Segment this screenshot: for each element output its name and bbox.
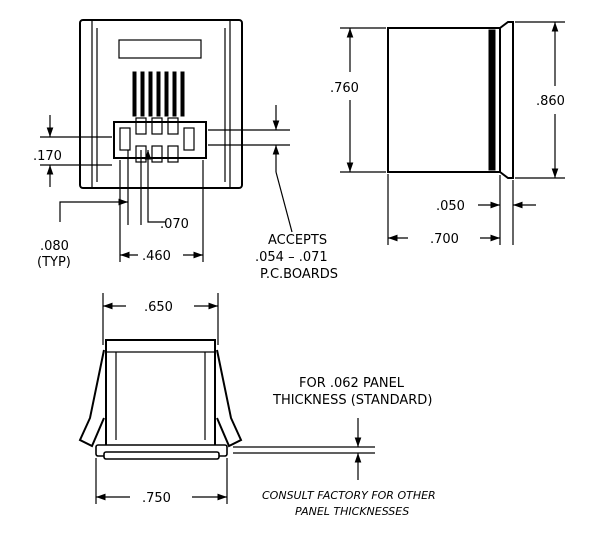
- slot-contact: [167, 145, 179, 163]
- side-body-outline: [387, 27, 501, 173]
- contact-fingers: [132, 71, 185, 117]
- dim-750-label: .750: [142, 491, 171, 506]
- dim-650-label: .650: [144, 300, 173, 315]
- dim-080-leader: [59, 198, 128, 222]
- slot-contact: [119, 127, 131, 151]
- side-view: .760 .860 .050 .700: [330, 21, 565, 247]
- dim-760-label: .760: [330, 81, 359, 96]
- contact-finger: [164, 71, 169, 117]
- slot-contact: [151, 145, 163, 163]
- left-latch: [78, 349, 105, 448]
- slot-contact: [151, 117, 163, 135]
- dim-050-label: .050: [436, 199, 465, 214]
- dim-070-leader: [144, 150, 165, 223]
- slot-contact: [135, 117, 147, 135]
- accepts-range-label: .054 – .071: [255, 250, 328, 265]
- dim-860-label: .860: [536, 94, 565, 109]
- front-top-slot: [118, 39, 202, 59]
- dim-170-label: .170: [33, 149, 62, 164]
- side-dark-band: [488, 29, 496, 171]
- bottom-bezel-lip: [103, 451, 220, 460]
- dim-700-label: .700: [430, 232, 459, 247]
- accepts-leader: [275, 171, 293, 233]
- slot-contact: [167, 117, 179, 135]
- consult-note-line1: CONSULT FACTORY FOR OTHER: [262, 489, 436, 502]
- contact-finger: [156, 71, 161, 117]
- pc-board-slot: [113, 121, 207, 159]
- side-flange: [499, 21, 514, 179]
- bottom-view: .650 FOR .062 PANEL THICKNESS (STANDARD)…: [78, 293, 436, 518]
- consult-note-line2: PANEL THICKNESSES: [295, 505, 409, 518]
- contact-finger: [180, 71, 185, 117]
- bottom-body-outline: [105, 339, 216, 447]
- front-body-outline: [79, 19, 243, 189]
- dim-070-label: .070: [160, 217, 189, 232]
- contact-finger: [148, 71, 153, 117]
- dim-460-label: .460: [142, 249, 171, 264]
- dim-080-label: .080: [40, 239, 69, 254]
- panel-note-line2: THICKNESS (STANDARD): [272, 393, 432, 408]
- dim-080-typ-label: (TYP): [37, 255, 71, 270]
- accepts-label: ACCEPTS: [268, 233, 327, 248]
- accepts-boards-label: P.C.BOARDS: [260, 267, 338, 282]
- contact-finger: [132, 71, 137, 117]
- front-view: .170 .080 (TYP) .070 .460 ACCEPTS .054 –…: [33, 19, 338, 282]
- contact-finger: [172, 71, 177, 117]
- panel-note-line1: FOR .062 PANEL: [299, 376, 405, 391]
- slot-contact: [183, 127, 195, 151]
- contact-finger: [140, 71, 145, 117]
- right-latch: [216, 349, 243, 448]
